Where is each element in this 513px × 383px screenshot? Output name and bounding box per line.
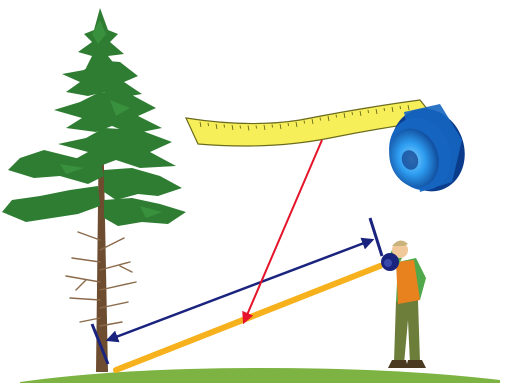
pine-tree-icon — [2, 8, 186, 372]
measured-distance-line — [116, 266, 380, 370]
ground — [20, 368, 500, 383]
dimension-arrow — [92, 218, 382, 364]
forester-person-icon — [381, 240, 426, 368]
measuring-tape-icon — [186, 98, 476, 202]
